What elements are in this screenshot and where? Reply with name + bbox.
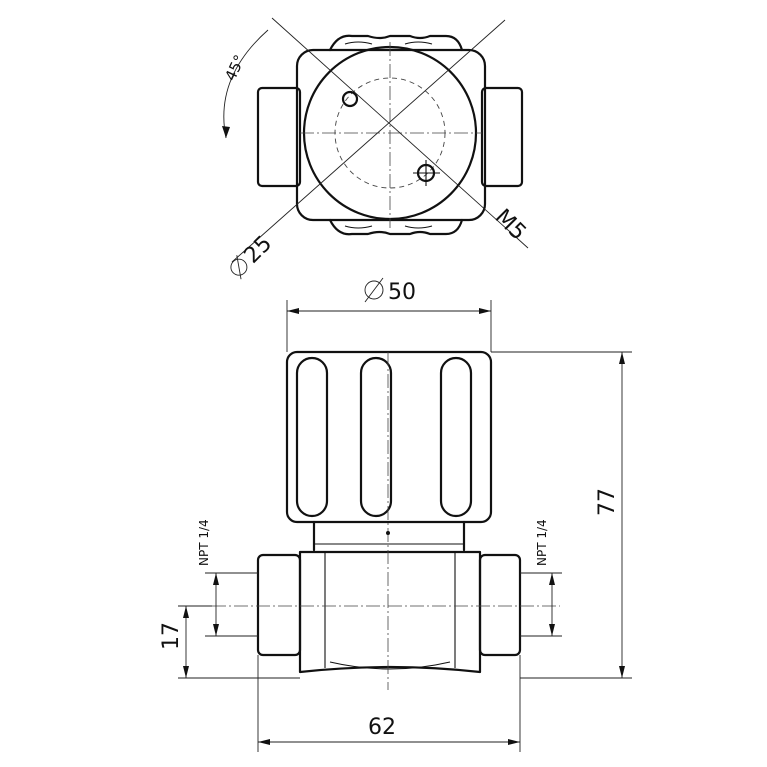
dimension-lines xyxy=(178,300,632,752)
bore-diameter-label: 25 xyxy=(230,231,277,280)
dimension-labels: 45° 25 M5 50 77 NPT 1/4 NPT 1/4 17 62 xyxy=(159,52,620,740)
thread-screw-label: M5 xyxy=(490,205,531,246)
body-diameter-text: 50 xyxy=(388,280,416,305)
port-right-label: NPT 1/4 xyxy=(535,519,549,566)
body-diameter-label: 50 xyxy=(364,277,416,305)
port-left-label: NPT 1/4 xyxy=(197,519,211,566)
port-spacing-label: 17 xyxy=(159,622,184,650)
height-label: 77 xyxy=(595,488,620,516)
front-view xyxy=(212,350,560,690)
overall-width-label: 62 xyxy=(368,715,396,740)
top-view xyxy=(222,17,529,263)
angle-label: 45° xyxy=(221,52,249,84)
